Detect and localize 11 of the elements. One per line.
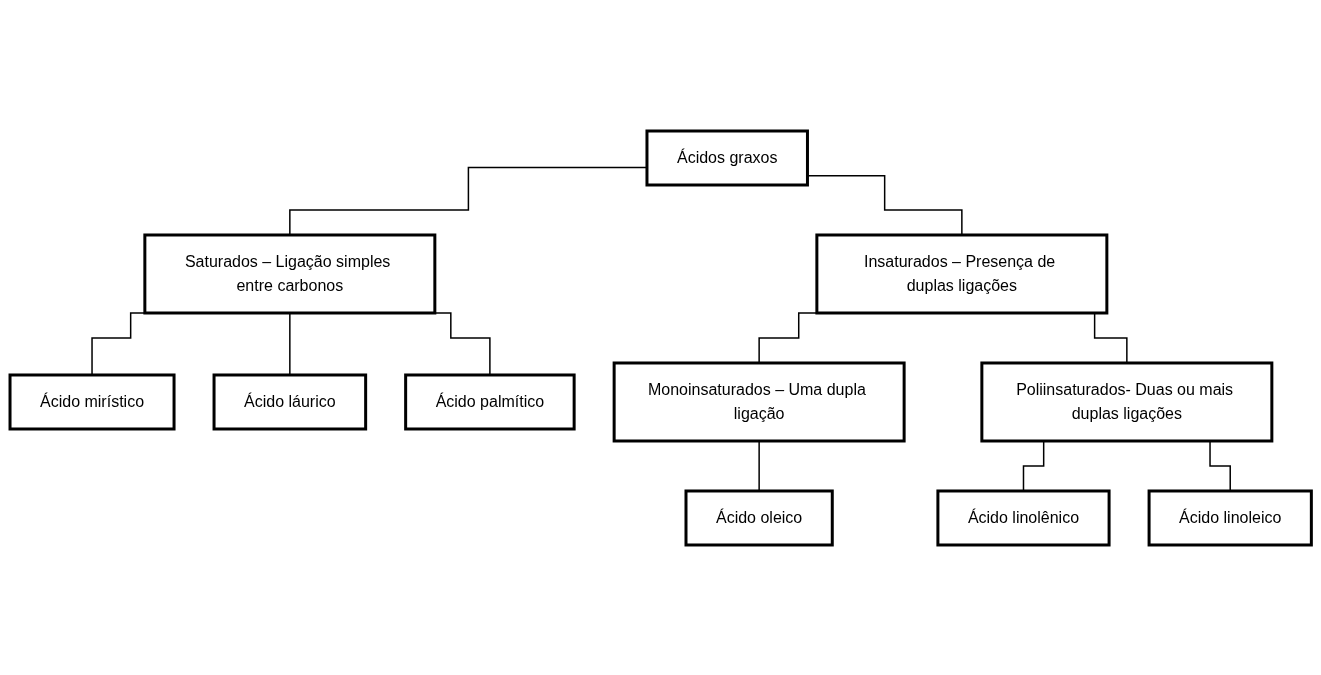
node-box: Saturados – Ligação simples entre carbonos [143, 233, 437, 314]
node-box: Ácido láurico [212, 373, 367, 430]
node-box: Ácido palmítico [403, 373, 576, 430]
node-box: Ácido mirístico [8, 373, 176, 430]
node-box: Poliinsaturados- Duas ou mais duplas ligações [980, 361, 1274, 442]
node-box: Ácido oleico [684, 489, 834, 546]
node-box: Monoinsaturados – Uma dupla ligação [612, 361, 906, 442]
node-box: Ácido linolênico [936, 489, 1111, 546]
node-box: Ácidos graxos [645, 129, 809, 186]
node-box: Insaturados – Presença de duplas ligações [815, 233, 1109, 314]
node-box: Ácido linoleico [1147, 489, 1313, 546]
